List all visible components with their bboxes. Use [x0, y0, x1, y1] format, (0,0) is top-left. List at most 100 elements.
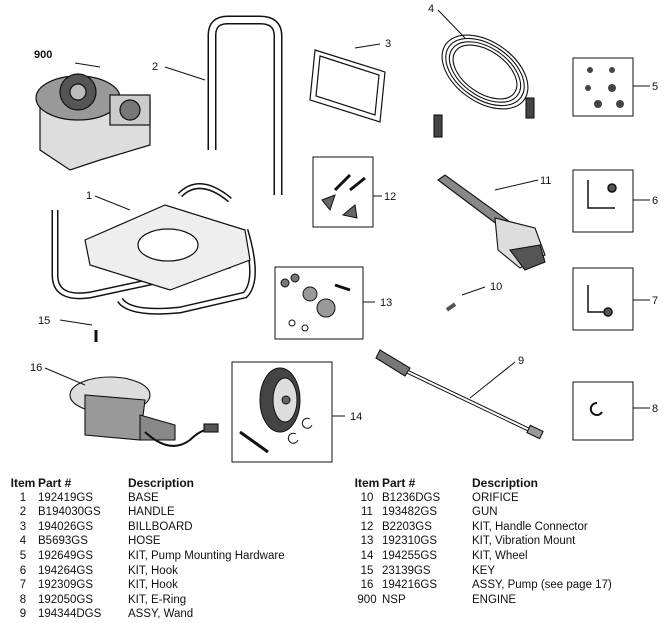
table-row: 12 B2203GS KIT, Handle Connector [352, 520, 612, 535]
part-description: HANDLE [128, 506, 175, 519]
item-number: 2 [19, 506, 27, 519]
callout-9: 9 [518, 355, 524, 367]
table-row: 2 B194030GS HANDLE [8, 505, 285, 520]
callout-11: 11 [540, 175, 551, 187]
hose-drawing [433, 34, 535, 138]
part-description: KIT, Hook [128, 579, 178, 592]
part-number: B194030GS [38, 506, 101, 519]
part-description: ASSY, Pump (see page 17) [472, 579, 612, 592]
part-number: B2203GS [382, 520, 432, 533]
header-description: Description [128, 476, 195, 490]
table-row: 9 194344DGS ASSY, Wand [8, 607, 285, 622]
header-item: Item [10, 476, 36, 490]
header-part-number: Part # [38, 476, 72, 490]
item-number: 16 [360, 579, 374, 592]
hardware-box-6 [572, 169, 634, 233]
item-number: 9 [19, 608, 27, 621]
wand-drawing [375, 349, 544, 440]
item-number: 12 [360, 520, 374, 533]
header-part-number: Part # [382, 476, 416, 490]
handle-connector-drawing [321, 173, 366, 219]
callout-12: 12 [384, 191, 396, 203]
item-number: 14 [360, 549, 374, 562]
part-number: B1236DGS [382, 491, 441, 504]
callout-2: 2 [152, 61, 158, 73]
part-description: KIT, Vibration Mount [472, 535, 576, 548]
hardware-box-7 [572, 267, 634, 331]
part-description: ASSY, Wand [128, 608, 194, 621]
part-number: 192309GS [38, 579, 93, 592]
part-description: KIT, Handle Connector [472, 520, 588, 533]
part-description: ENGINE [472, 593, 517, 606]
part-number: 194255GS [382, 549, 437, 562]
part-number: 192419GS [38, 491, 93, 504]
header-description: Description [472, 476, 539, 490]
gun-drawing [437, 174, 546, 271]
table-row: 14 194255GS KIT, Wheel [352, 549, 612, 564]
part-number: 194026GS [38, 520, 93, 533]
item-number: 11 [361, 506, 373, 519]
item-number: 1 [19, 491, 27, 504]
hook-kit-7-drawing [587, 285, 613, 317]
hardware-box-8 [572, 381, 634, 441]
part-description: KEY [472, 564, 496, 577]
table-row: 6 194264GS KIT, Hook [8, 564, 285, 579]
callout-8: 8 [652, 403, 658, 415]
part-description: ORIFICE [472, 491, 519, 504]
part-description: BASE [128, 491, 159, 504]
table-row: 1 192419GS BASE [8, 491, 285, 506]
item-number: 8 [19, 593, 27, 606]
hook-kit-6-drawing [587, 180, 617, 209]
callout-1: 1 [86, 190, 92, 202]
callout-13: 13 [380, 297, 392, 309]
e-ring-drawing [589, 401, 603, 416]
exploded-parts-diagram: 900 2 3 4 5 1 [30, 3, 658, 463]
item-number: 5 [19, 549, 27, 562]
table-row: 15 23139GS KEY [352, 564, 612, 579]
item-number: 3 [19, 520, 27, 533]
handle-drawing [207, 15, 283, 195]
vibration-mount-drawing [280, 273, 351, 332]
callout-7: 7 [652, 295, 658, 307]
part-number: 194264GS [38, 564, 93, 577]
part-number: 192649GS [38, 549, 93, 562]
part-number: 193482GS [382, 506, 437, 519]
table-row: 3 194026GS BILLBOARD [8, 520, 285, 535]
part-number: 194344DGS [38, 608, 102, 621]
billboard-drawing [309, 49, 386, 123]
part-number: 23139GS [382, 564, 431, 577]
table-row: 16 194216GS ASSY, Pump (see page 17) [352, 578, 612, 593]
pump-hardware-drawing [585, 67, 624, 108]
item-number: 15 [360, 564, 374, 577]
item-number: 6 [19, 564, 27, 577]
pump-drawing [69, 376, 219, 447]
orifice-drawing [445, 302, 457, 312]
table-row: 7 192309GS KIT, Hook [8, 578, 285, 593]
callout-5: 5 [652, 81, 658, 93]
header-item: Item [354, 476, 380, 490]
callout-6: 6 [652, 195, 658, 207]
hardware-box-12 [312, 156, 374, 228]
part-number: 192050GS [38, 593, 93, 606]
part-number: 194216GS [382, 579, 437, 592]
hardware-box-5 [572, 57, 634, 117]
callout-16: 16 [30, 362, 42, 374]
engine-drawing [35, 73, 151, 171]
item-number: 7 [19, 579, 27, 592]
part-description: KIT, Pump Mounting Hardware [128, 549, 285, 562]
base-drawing [51, 183, 256, 315]
part-description: KIT, Hook [128, 564, 178, 577]
part-number: 192310GS [382, 535, 437, 548]
part-description: BILLBOARD [128, 520, 193, 533]
callout-900: 900 [34, 49, 52, 61]
item-number: 4 [19, 535, 27, 548]
part-description: KIT, Wheel [472, 549, 528, 562]
callout-3: 3 [385, 38, 391, 50]
part-number: NSP [382, 593, 406, 606]
